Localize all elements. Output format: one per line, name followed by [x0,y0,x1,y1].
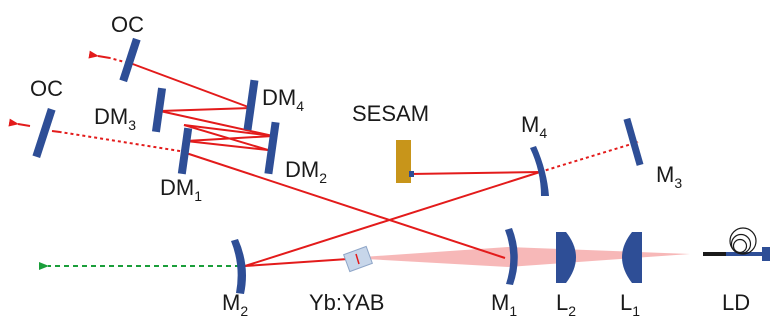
label-ld: LD [722,290,750,315]
labels: OC OC DM4 DM3 DM2 DM1 SESAM M4 M3 M2 Yb:… [30,12,750,319]
gain-crystal [343,245,373,273]
label-gain-crystal: Yb:YAB [309,290,384,315]
label-oc-left: OC [30,76,63,101]
fiber-coil-icon [729,227,757,255]
leak-beam-m3 [539,141,639,173]
pump-beam [348,247,690,267]
cavity-beam [129,62,541,267]
mirror-dm2 [264,121,280,175]
mirror-m4 [530,146,549,196]
label-m1: M1 [491,290,517,319]
label-l1: L1 [620,290,640,319]
label-m4: M4 [521,112,547,141]
lens-l2 [556,232,576,283]
output-arrow-top [88,50,111,59]
label-sesam: SESAM [352,101,429,126]
mirror-dm1 [177,127,193,175]
mirror-dm3 [151,87,167,133]
label-oc-top: OC [111,12,144,37]
mirror-m1 [505,228,518,285]
mirror-m3 [623,117,644,166]
lens-l1 [622,232,642,283]
output-beams [8,50,639,270]
output-coupler-top [119,37,141,83]
label-m2: M2 [222,290,248,319]
label-dm3: DM3 [94,104,136,133]
label-l2: L2 [556,290,576,319]
output-coupler-left [32,107,56,159]
label-dm2: DM2 [285,157,327,186]
label-m3: M3 [656,162,682,191]
label-dm1: DM1 [160,175,202,204]
output-arrow-left [8,118,31,127]
mirror-m2 [231,239,246,294]
label-dm4: DM4 [262,85,304,114]
sesam [396,140,414,183]
laser-diode [703,227,770,261]
diode-body [762,247,770,261]
mirror-dm4 [243,79,259,131]
